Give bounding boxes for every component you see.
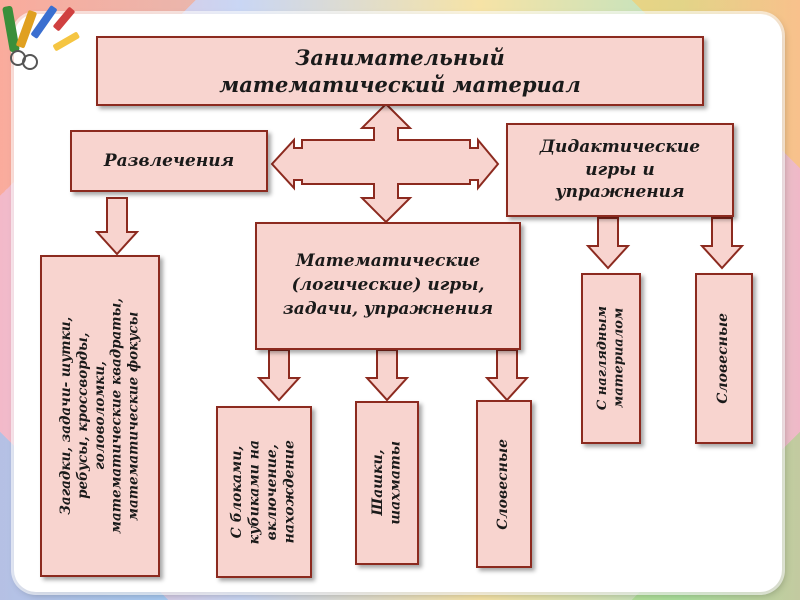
slovesnye-mid-box: Словесные [476,400,532,568]
s-naglyadnym-box: С наглядным материалом [581,273,641,444]
matematicheskie-text: Математические (логические) игры, задачи… [282,251,494,319]
didakticheskie-text: Дидактические игры и упражнения [539,136,701,203]
slovesnye-right-text: Словесные [715,313,732,404]
s-naglyadnym-text: С наглядным материалом [594,306,626,411]
title-text: Занимательный математический материал [219,44,581,97]
down-arrow-math-right [484,349,530,402]
zagadki-text: Загадки, задачи- шутки, ребусы, кроссвор… [57,298,142,534]
razvlecheniya-box: Развлечения [70,130,268,192]
didakticheskie-box: Дидактические игры и упражнения [506,123,734,217]
zagadki-box: Загадки, задачи- шутки, ребусы, кроссвор… [40,255,160,577]
school-supplies-icon [2,5,80,70]
slovesnye-right-box: Словесные [695,273,753,444]
four-way-arrow [270,102,500,224]
razvlecheniya-text: Развлечения [103,151,235,171]
down-arrow-razvlecheniya [94,197,140,256]
down-arrow-didakt-left [585,217,631,270]
s-blokami-box: С блоками, кубиками на включение, нахожд… [216,406,312,578]
down-arrow-math-left [256,349,302,402]
slovesnye-mid-text: Словесные [495,438,512,530]
s-blokami-text: С блоками, кубиками на включение, нахожд… [229,439,298,545]
title-box: Занимательный математический материал [96,36,704,106]
down-arrow-didakt-right [699,217,745,270]
shashki-text: Шашки, шахматы [369,441,404,525]
down-arrow-math-mid [364,349,410,402]
matematicheskie-box: Математические (логические) игры, задачи… [255,222,521,350]
shashki-box: Шашки, шахматы [355,401,419,565]
